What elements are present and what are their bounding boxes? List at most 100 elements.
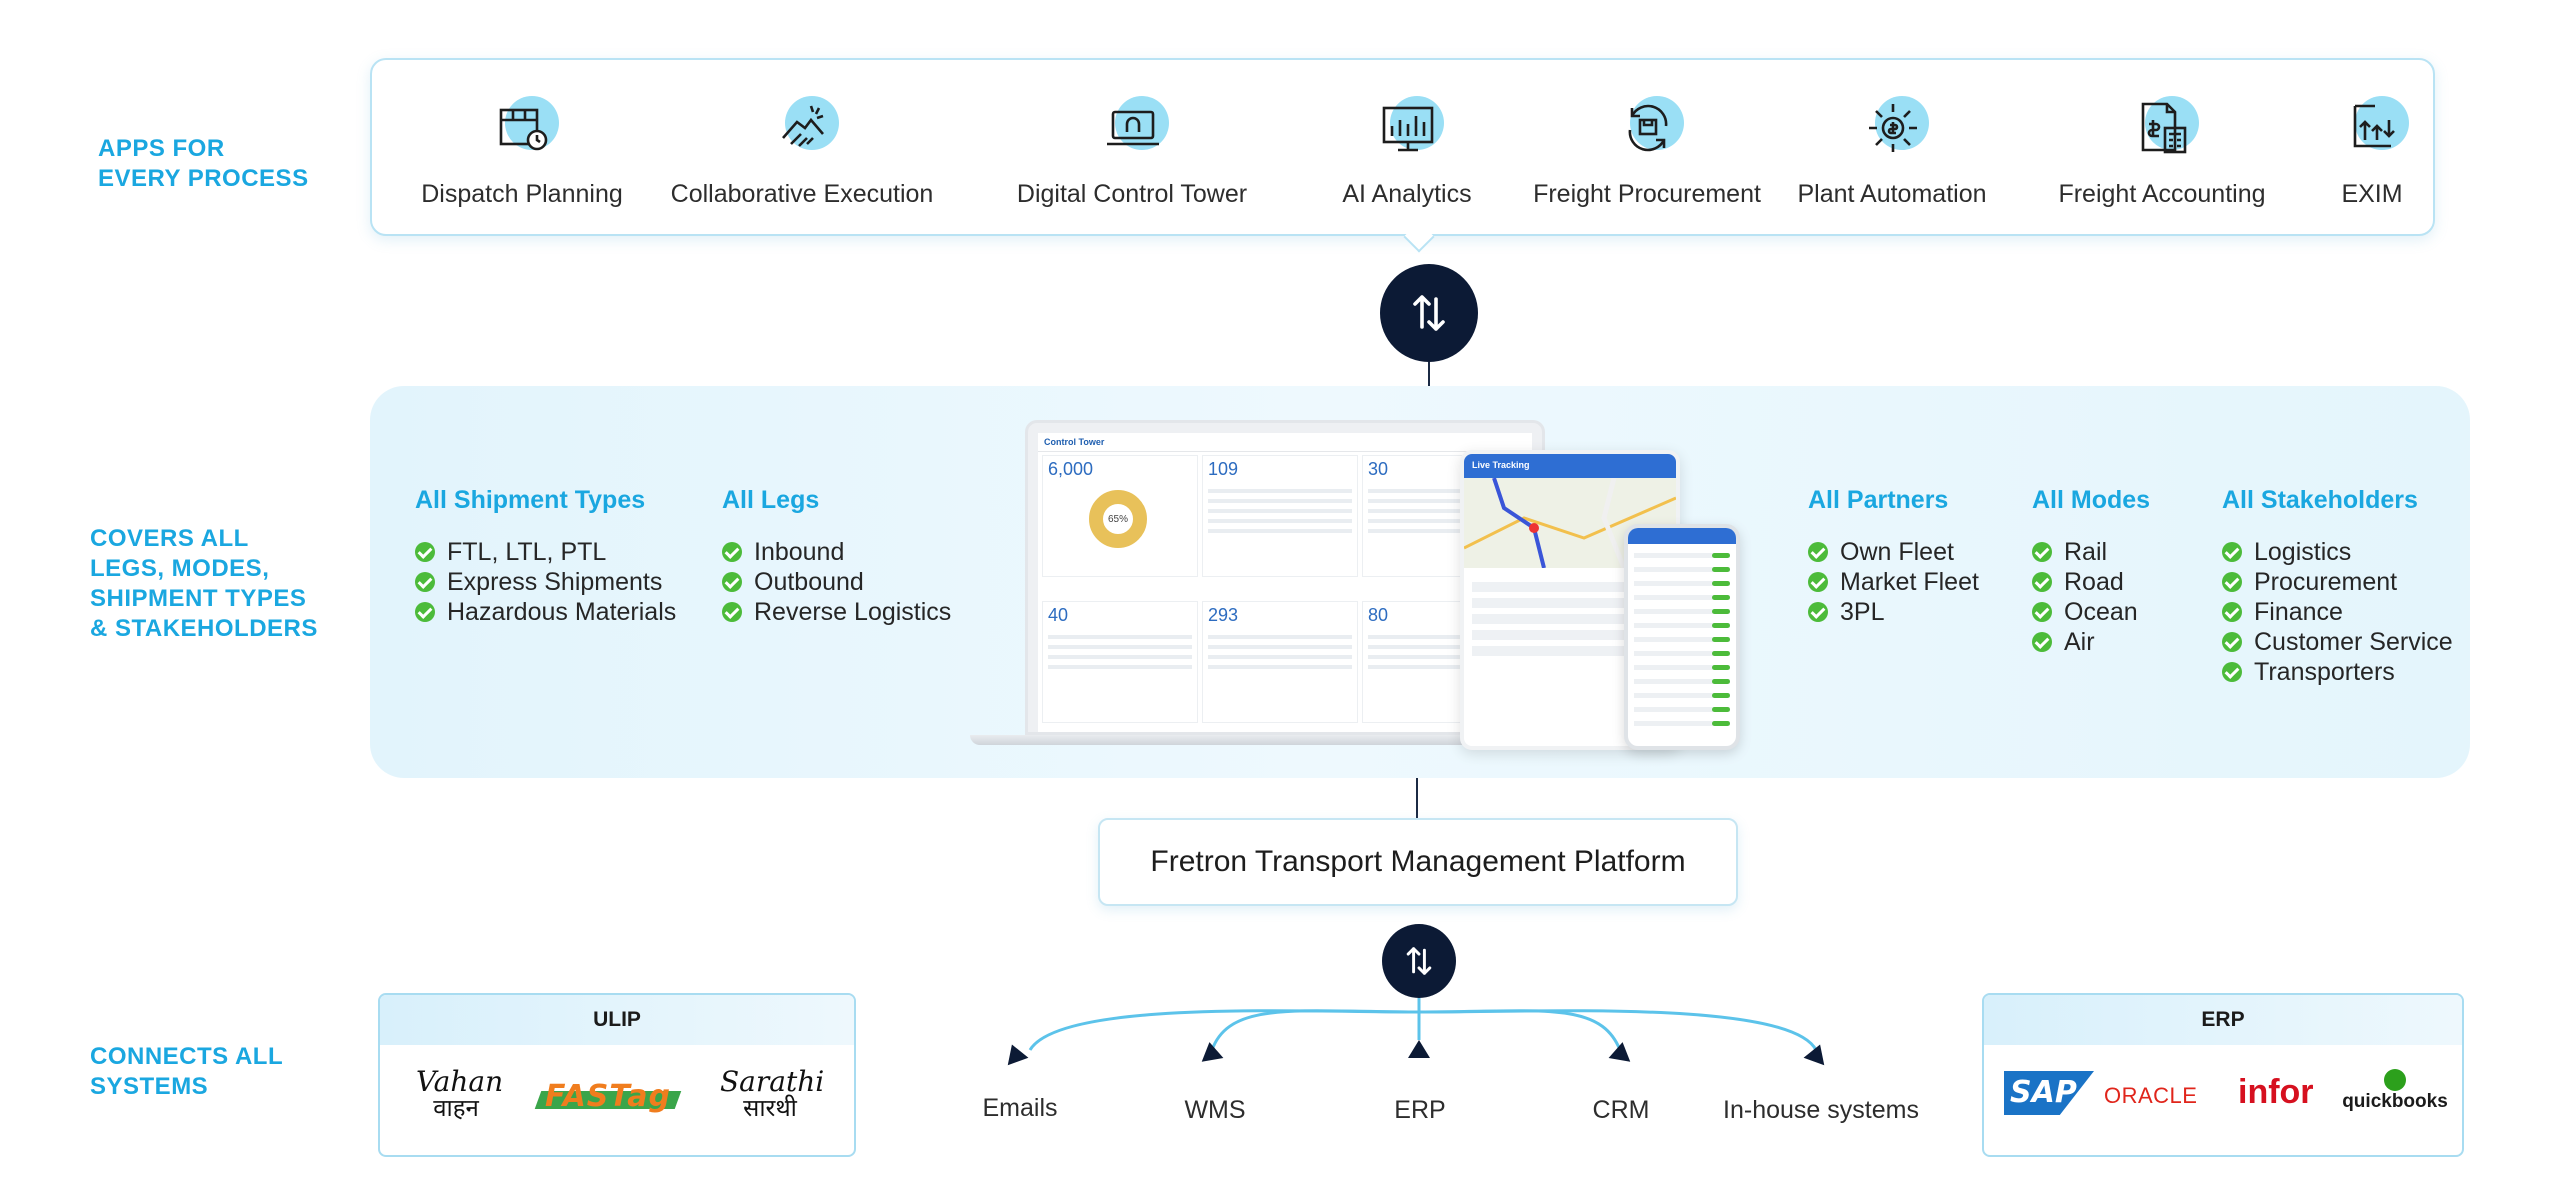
erp-box: ERP SAP ORACLE infor quickbooks (1982, 993, 2464, 1157)
system-erp: ERP (1394, 1096, 1446, 1124)
apps-panel: Dispatch Planning Collaborative Executio… (370, 58, 2435, 236)
sarathi-logo: Sarathi सारथी (720, 1065, 825, 1122)
app-plant-automation[interactable]: Plant Automation (1772, 92, 2012, 232)
check-icon (722, 572, 742, 592)
check-icon (1808, 542, 1828, 562)
check-icon (415, 542, 435, 562)
check-icon (2222, 572, 2242, 592)
system-crm: CRM (1592, 1096, 1650, 1124)
app-freight-procurement[interactable]: Freight Procurement (1502, 92, 1792, 232)
check-icon (2222, 602, 2242, 622)
coverage-shipment-types: All Shipment Types FTL, LTL, PTL Express… (415, 486, 676, 627)
coverage-item: Transporters (2222, 657, 2453, 687)
check-icon (2222, 632, 2242, 652)
sync-button-bottom[interactable] (1382, 924, 1456, 998)
coverage-title: All Modes (2032, 486, 2151, 514)
check-icon (2222, 662, 2242, 682)
connector-line (1416, 778, 1418, 818)
app-label: Digital Control Tower (1016, 180, 1248, 208)
tablet-title: Live Tracking (1464, 454, 1676, 478)
coverage-stakeholders: All Stakeholders Logistics Procurement F… (2222, 486, 2453, 687)
gear-icon (1869, 104, 1917, 152)
check-icon (1808, 602, 1828, 622)
coverage-item: Procurement (2222, 567, 2453, 597)
control-tower-screen: Control Tower 6,000 65% 109 30 40 293 80 (1038, 433, 1542, 732)
system-inhouse: In-house systems (1723, 1096, 1919, 1124)
coverage-item: Air (2032, 627, 2150, 657)
ulip-title: ULIP (380, 995, 854, 1045)
coverage-item: Hazardous Materials (415, 597, 676, 627)
coverage-item: Own Fleet (1808, 537, 1979, 567)
section-label-systems: CONNECTS ALL SYSTEMS (90, 1043, 284, 1100)
app-digital-control-tower[interactable]: Digital Control Tower (997, 92, 1267, 232)
exim-icon (2353, 104, 2395, 148)
sync-icon (1413, 295, 1445, 331)
app-label: Dispatch Planning (421, 180, 623, 208)
check-icon (722, 602, 742, 622)
phone-mockup (1624, 524, 1740, 750)
vahan-logo: Vahan वाहन (416, 1065, 504, 1122)
coverage-item: Outbound (722, 567, 951, 597)
dashboard-tile: 6,000 65% (1042, 455, 1198, 577)
ulip-box: ULIP Vahan वाहन FASTag Sarathi सारथी (378, 993, 856, 1157)
app-dispatch-planning[interactable]: Dispatch Planning (412, 92, 632, 232)
app-collaborative-execution[interactable]: Collaborative Execution (662, 92, 942, 232)
erp-title: ERP (1984, 995, 2462, 1045)
analytics-icon (1382, 106, 1434, 152)
check-icon (2222, 542, 2242, 562)
coverage-title: All Legs (722, 486, 820, 514)
app-ai-analytics[interactable]: AI Analytics (1307, 92, 1507, 232)
app-label: Freight Procurement (1533, 180, 1761, 208)
check-icon (415, 602, 435, 622)
check-icon (1808, 572, 1828, 592)
coverage-item: Reverse Logistics (722, 597, 951, 627)
coverage-title: All Partners (1808, 486, 1949, 514)
app-label: Plant Automation (1797, 180, 1987, 208)
coverage-modes: All Modes Rail Road Ocean Air (2032, 486, 2150, 657)
app-label: EXIM (2341, 180, 2403, 208)
infor-logo: infor (2238, 1073, 2314, 1111)
coverage-item: Market Fleet (1808, 567, 1979, 597)
coverage-item: Logistics (2222, 537, 2453, 567)
check-icon (2032, 542, 2052, 562)
procurement-icon (1628, 104, 1668, 152)
coverage-item: Ocean (2032, 597, 2150, 627)
check-icon (2032, 602, 2052, 622)
fastag-logo: FASTag (534, 1079, 682, 1119)
coverage-item: FTL, LTL, PTL (415, 537, 676, 567)
coverage-item: Finance (2222, 597, 2453, 627)
dashboard-tile: 293 (1202, 601, 1358, 723)
check-icon (722, 542, 742, 562)
coverage-item: Customer Service (2222, 627, 2453, 657)
platform-title-box: Fretron Transport Management Platform (1098, 818, 1738, 906)
handshake-icon (782, 105, 824, 147)
dispatch-icon (499, 108, 548, 151)
sync-icon (1406, 947, 1432, 975)
quickbooks-logo: quickbooks (2340, 1069, 2450, 1113)
sync-button-top[interactable] (1380, 264, 1478, 362)
coverage-legs: All Legs Inbound Outbound Reverse Logist… (722, 486, 951, 627)
app-exim[interactable]: EXIM (2312, 92, 2432, 232)
coverage-item: Road (2032, 567, 2150, 597)
connector-line (1428, 362, 1430, 390)
system-emails: Emails (982, 1094, 1058, 1122)
system-wms: WMS (1184, 1096, 1246, 1124)
check-icon (415, 572, 435, 592)
dashboard-tile: 109 (1202, 455, 1358, 577)
arrow-icon (1408, 1040, 1430, 1058)
coverage-item: Inbound (722, 537, 951, 567)
coverage-item: Express Shipments (415, 567, 676, 597)
coverage-item: Rail (2032, 537, 2150, 567)
oracle-logo: ORACLE (2104, 1083, 2198, 1108)
app-label: Collaborative Execution (670, 180, 934, 208)
laptop-icon (1107, 110, 1159, 146)
sap-logo: SAP (2004, 1071, 2094, 1115)
dashboard-tile: 40 (1042, 601, 1198, 723)
laptop-mockup: Control Tower 6,000 65% 109 30 40 293 80 (1025, 420, 1545, 735)
app-freight-accounting[interactable]: Freight Accounting (2022, 92, 2302, 232)
phone-header (1628, 528, 1736, 544)
app-label: AI Analytics (1342, 180, 1472, 208)
app-label: Freight Accounting (2058, 180, 2266, 208)
coverage-item: 3PL (1808, 597, 1979, 627)
